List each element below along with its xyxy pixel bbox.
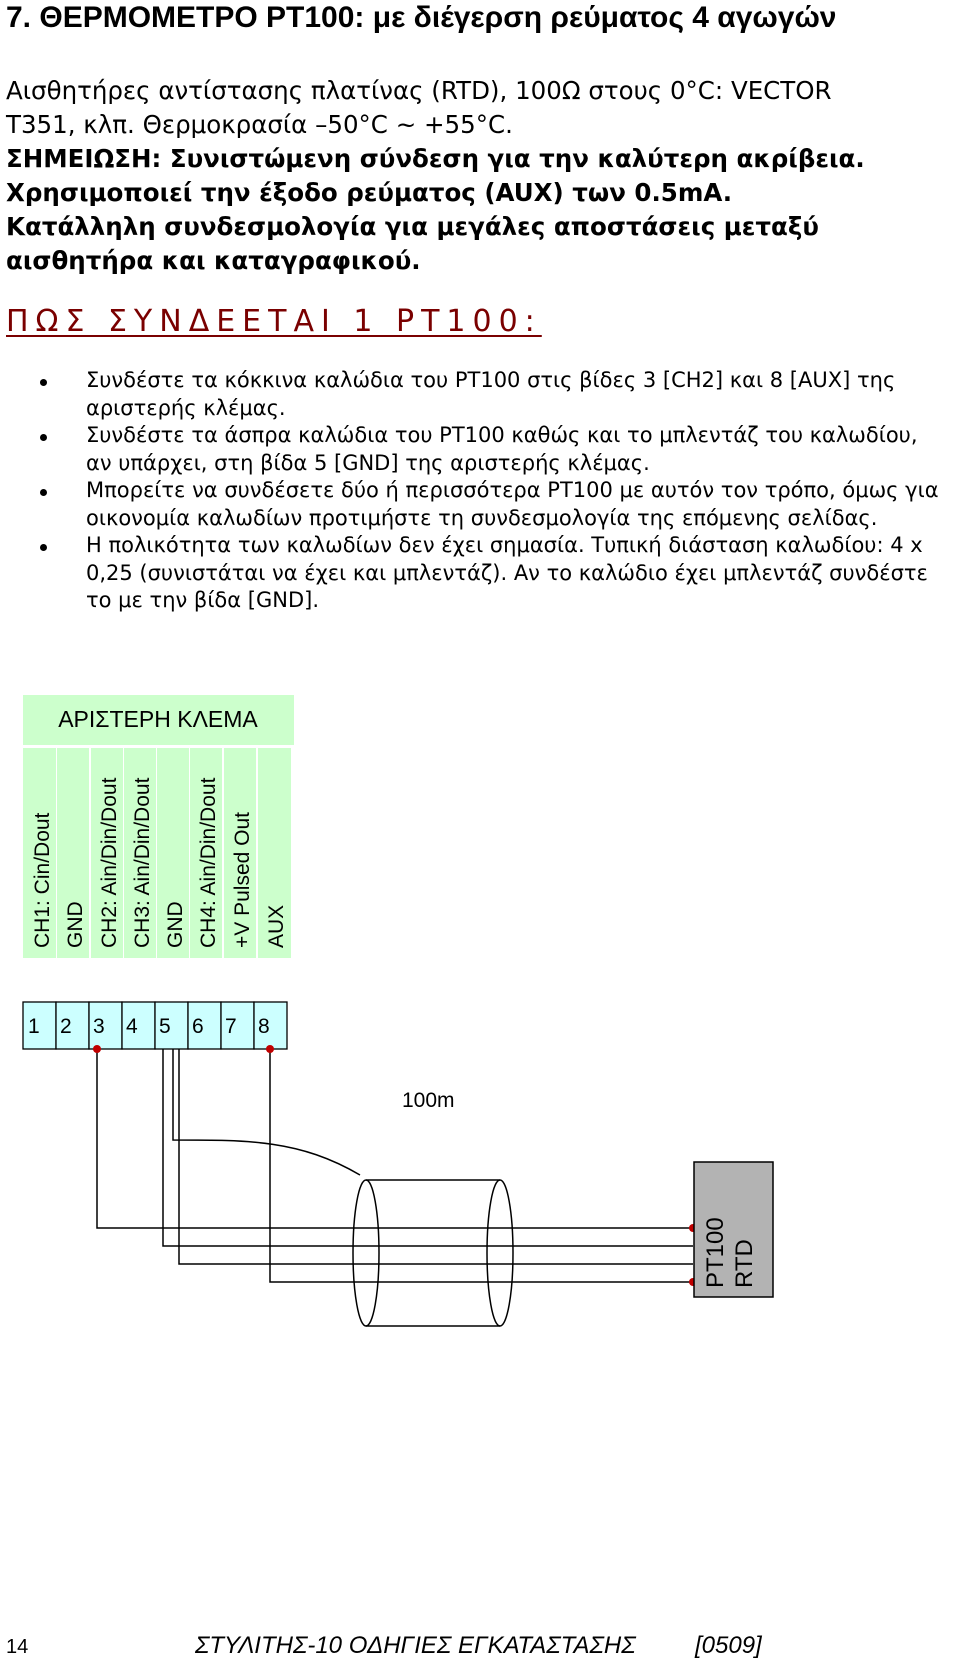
intro-text: Αισθητήρες αντίστασης πλατίνας (RTD), 10… (6, 74, 946, 278)
sensor-label-2: RTD (731, 1239, 758, 1288)
pin-label-1: CH1: Cin/Dout (31, 812, 54, 948)
pin-label-2: GND (64, 901, 87, 948)
terminal-cell-1 (22, 1001, 57, 1050)
list-item-text: Η πολικότητα των καλωδίων δεν έχει σημασ… (86, 533, 928, 612)
pin-label-bg-1 (23, 748, 56, 958)
pin-number-1: 1 (28, 1015, 40, 1038)
bullet-icon (40, 379, 47, 386)
wire-shield (172, 1049, 361, 1176)
distance-label: 100m (402, 1089, 455, 1112)
pin-number-3: 3 (93, 1015, 105, 1038)
footer-doc-title: ΣΤΥΛΙΤΗΣ-10 ΟΔΗΓΙΕΣ ΕΓΚΑΤΑΣΤΑΣΗΣ (195, 1632, 636, 1659)
list-item: Η πολικότητα των καλωδίων δεν έχει σημασ… (40, 532, 940, 615)
list-item-text: Μπορείτε να συνδέσετε δύο ή περισσότερα … (86, 478, 939, 530)
sensor-label-1: PT100 (702, 1217, 729, 1288)
bullet-icon (40, 544, 47, 551)
terminal-cell-2 (55, 1001, 90, 1050)
bullet-icon (40, 434, 47, 441)
bullet-icon (40, 489, 47, 496)
pin-label-8: AUX (265, 905, 288, 948)
intro-line-2: T351, κλπ. Θερμοκρασία –50°C ~ +55°C. (6, 110, 513, 139)
pt100-sensor-box (693, 1161, 774, 1298)
pin-number-7: 7 (225, 1015, 237, 1038)
howto-heading: ΠΩΣ ΣΥΝΔΕΕΤΑΙ 1 PT100: (6, 304, 542, 339)
terminal-header-box (23, 695, 294, 745)
list-item-text: Συνδέστε τα κόκκινα καλώδια του PT100 στ… (86, 368, 896, 420)
list-item: Συνδέστε τα άσπρα καλώδια του PT100 καθώ… (40, 422, 940, 477)
wire-dot (266, 1045, 274, 1053)
wire-red-1 (96, 1049, 693, 1229)
note-line-2: Χρησιμοποιεί την έξοδο ρεύματος (AUX) τω… (6, 178, 733, 207)
note-line-4: αισθητήρα και καταγραφικού. (6, 246, 421, 275)
pin-number-8: 8 (258, 1015, 270, 1038)
pin-label-5: GND (164, 901, 187, 948)
cable-end-left (352, 1179, 380, 1327)
terminal-cell-3 (88, 1001, 123, 1050)
note-line-3: Κατάλληλη συνδεσμολογία για μεγάλες αποσ… (6, 212, 819, 241)
list-item: Μπορείτε να συνδέσετε δύο ή περισσότερα … (40, 477, 940, 532)
list-item: Συνδέστε τα κόκκινα καλώδια του PT100 στ… (40, 367, 940, 422)
pin-label-bg-3 (91, 748, 123, 958)
pin-label-bg-8 (258, 748, 291, 958)
wire-dot (93, 1045, 101, 1053)
instruction-list: Συνδέστε τα κόκκινα καλώδια του PT100 στ… (40, 367, 940, 615)
pin-number-2: 2 (60, 1015, 72, 1038)
pin-label-bg-6 (190, 748, 222, 958)
cable-end-right (486, 1179, 514, 1327)
pin-label-4: CH3: Ain/Din/Dout (131, 777, 154, 948)
pin-number-6: 6 (192, 1015, 204, 1038)
note-line-1: ΣΗΜΕΙΩΣΗ: Συνιστώμενη σύνδεση για την κα… (6, 144, 865, 173)
terminal-header-label: ΑΡΙΣΤΕΡΗ ΚΛΕΜΑ (58, 706, 258, 732)
footer-page-number: 14 (6, 1636, 29, 1658)
wire-white-2 (178, 1049, 693, 1265)
terminal-cell-8 (253, 1001, 288, 1050)
pin-number-4: 4 (126, 1015, 138, 1038)
pin-label-bg-7 (224, 748, 256, 958)
wire-white-1 (162, 1049, 693, 1247)
list-item-text: Συνδέστε τα άσπρα καλώδια του PT100 καθώ… (86, 423, 918, 475)
terminal-cell-4 (121, 1001, 156, 1050)
page-title: 7. ΘΕΡΜΟΜΕΤΡΟ PT100: με διέγερση ρεύματο… (6, 1, 837, 34)
pin-label-6: CH4: Ain/Din/Dout (197, 777, 220, 948)
pin-label-bg-4 (124, 748, 156, 958)
wire-red-2 (269, 1049, 693, 1283)
pin-label-7: +V Pulsed Out (231, 812, 254, 948)
pin-label-bg-5 (157, 748, 189, 958)
pin-number-5: 5 (159, 1015, 171, 1038)
intro-line-1: Αισθητήρες αντίστασης πλατίνας (RTD), 10… (6, 76, 832, 105)
footer-doc-code: [0509] (695, 1632, 762, 1659)
pin-label-bg-2 (57, 748, 89, 958)
terminal-cell-5 (154, 1001, 189, 1050)
pin-label-3: CH2: Ain/Din/Dout (98, 777, 121, 948)
